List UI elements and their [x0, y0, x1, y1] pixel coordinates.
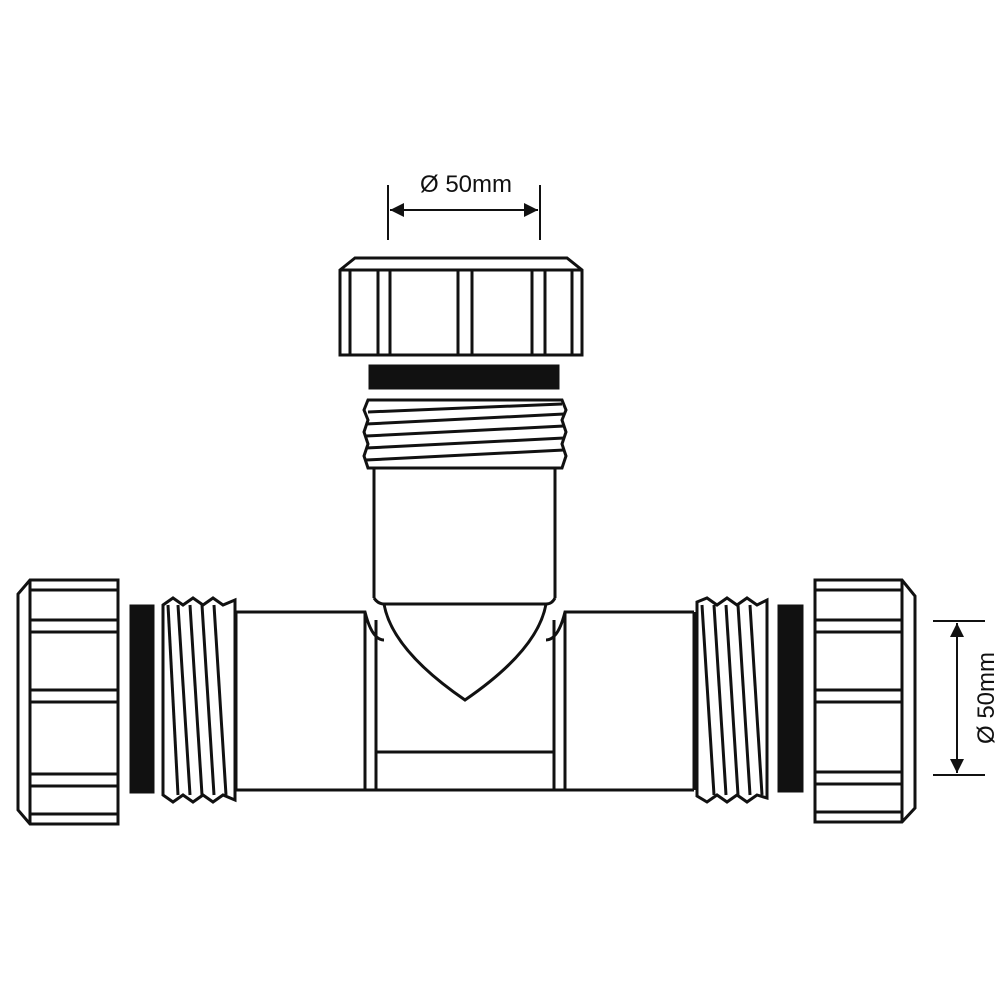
top-diameter-label: Ø 50mm: [420, 171, 512, 198]
side-dimension: Ø 50mm: [933, 620, 1000, 776]
top-compression-nut: [338, 256, 584, 357]
right-seal-washer: [777, 604, 804, 793]
branch-body: [372, 468, 557, 702]
left-thread: [161, 596, 237, 804]
left-compression-nut: [16, 578, 120, 826]
left-seal-washer: [129, 604, 155, 794]
right-thread: [695, 596, 769, 804]
top-thread: [362, 398, 568, 470]
top-dimension: Ø 50mm: [387, 171, 541, 240]
side-diameter-label: Ø 50mm: [973, 652, 1000, 744]
right-compression-nut: [813, 578, 917, 824]
top-seal-washer: [368, 364, 560, 390]
